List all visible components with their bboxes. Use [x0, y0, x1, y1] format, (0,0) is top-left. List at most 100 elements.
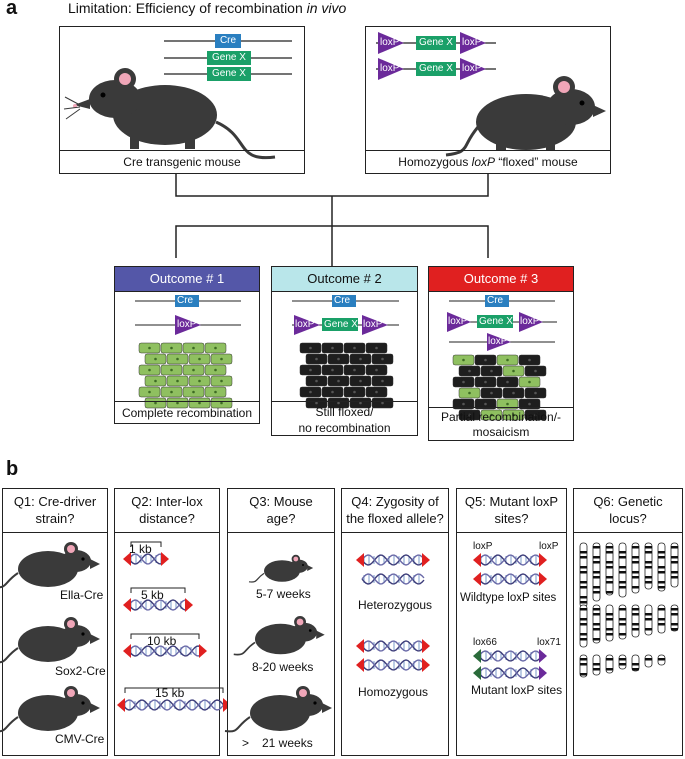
chromosome-band [619, 663, 626, 666]
q3-line-2: age? [266, 511, 296, 526]
outcome-1-art [135, 295, 241, 409]
outcome-1-caption: Complete recombination [115, 401, 259, 425]
caption-line-1: Partial recombination/- [440, 410, 562, 424]
cell-nucleus [331, 368, 334, 372]
q5-line-2: sites? [494, 511, 529, 526]
chromosome-band [580, 623, 587, 626]
q4-dna-art [356, 553, 430, 672]
cell-nucleus [468, 413, 471, 417]
cell-nucleus [462, 402, 465, 406]
cell-nucleus [337, 357, 340, 361]
cell-nucleus [353, 346, 356, 350]
cell-nucleus [170, 346, 173, 350]
lox-site-marker [356, 639, 364, 653]
chromosome-band [632, 608, 639, 611]
cre-mouse-art [63, 34, 292, 160]
chromosome-band [658, 608, 665, 611]
chromosome-band [593, 591, 600, 594]
cell-nucleus [353, 368, 356, 372]
loxp-label: loxP [520, 316, 540, 327]
lox-site-marker [539, 572, 547, 586]
cell-nucleus [198, 401, 201, 405]
outcome-1-box: Outcome # 1 Cre loxP Complete recombinat… [114, 266, 260, 424]
chromosome-band [632, 576, 639, 579]
q3-mice-art [224, 554, 332, 733]
chromosome-band [580, 581, 587, 584]
mouse-icon [445, 76, 606, 157]
chromosome-band [593, 628, 600, 631]
caption-prefix: Homozygous [398, 155, 472, 169]
chromosome-band [580, 571, 587, 574]
cell-nucleus [462, 358, 465, 362]
lox-site-marker [539, 666, 547, 680]
cell-nucleus [359, 379, 362, 383]
chromosome-band [593, 668, 600, 671]
lox-site-marker [473, 553, 481, 567]
lox-site-marker [473, 572, 481, 586]
distance-bracket [124, 687, 224, 693]
cell-nucleus [214, 390, 217, 394]
chromosome-band [593, 576, 600, 579]
cell-nucleus [176, 401, 179, 405]
chromosome [579, 604, 588, 648]
cell-nucleus [534, 413, 537, 417]
cre-label: Cre [177, 295, 194, 306]
distance-bracket [130, 633, 200, 639]
mouse-icon [0, 542, 100, 589]
chromosome [605, 604, 614, 642]
chromosome-band [580, 638, 587, 641]
outcome-2-box: Outcome # 2 Cre loxP Gene X loxP Still f… [271, 266, 418, 436]
outcome-2-header: Outcome # 2 [272, 267, 417, 292]
mouse-icon [0, 686, 100, 733]
chromosome-band [606, 633, 613, 636]
outcome-3-box: Outcome # 3 Cre loxP Gene X loxP loxP Pa… [428, 266, 574, 441]
outcome-3-art [447, 295, 557, 421]
chromosome-band [632, 668, 639, 671]
chromosome-band [606, 668, 613, 671]
cre-mouse-box: Cre Gene X Gene X Cre transgenic mouse [59, 26, 305, 174]
outcome-3-header: Outcome # 3 [429, 267, 573, 292]
lox-site-marker [356, 658, 364, 672]
loxp-label-4: loxP [462, 63, 482, 74]
cell-nucleus [309, 346, 312, 350]
chromosome-band [645, 546, 652, 549]
cell-nucleus [337, 401, 340, 405]
chromosome-band [580, 566, 587, 569]
cell-nucleus [512, 413, 515, 417]
q5-item-1: Wildtype loxP sites [460, 592, 557, 604]
q5-site-label-4: lox71 [537, 637, 561, 648]
cell-nucleus [331, 390, 334, 394]
cell-nucleus [315, 357, 318, 361]
caption-line-1: Still floxed/ [315, 405, 374, 419]
cell-nucleus [512, 369, 515, 373]
cell-nucleus [528, 358, 531, 362]
cell-nucleus [192, 390, 195, 394]
chromosome-band [580, 596, 587, 599]
q5-site-label-1: loxP [473, 541, 493, 552]
outcome-3-caption: Partial recombination/- mosaicism [429, 407, 573, 444]
chromosome-band [632, 556, 639, 559]
chromosome-band [580, 601, 587, 604]
q4-line-2: the floxed allele? [346, 511, 444, 526]
q1-item-1: Ella-Cre [60, 588, 104, 602]
cell-nucleus [337, 379, 340, 383]
panel-b-letter: b [6, 458, 19, 480]
chromosome-band [671, 613, 678, 616]
chromosome-band [580, 608, 587, 611]
cell-nucleus [315, 401, 318, 405]
cre-label: Cre [219, 35, 237, 46]
chromosome-band [606, 576, 613, 579]
chromosome-band [619, 608, 626, 611]
distance-bracket [130, 587, 186, 593]
lox-site-marker [123, 552, 131, 566]
gene-x-label-2: Gene X [212, 68, 246, 79]
lox-site-marker [539, 553, 547, 567]
q3-item-1: 5-7 weeks [256, 587, 311, 601]
chromosome-band [645, 581, 652, 584]
connector-lines [175, 174, 489, 266]
cre-gene-box [215, 34, 241, 48]
chromosome-band [671, 556, 678, 559]
